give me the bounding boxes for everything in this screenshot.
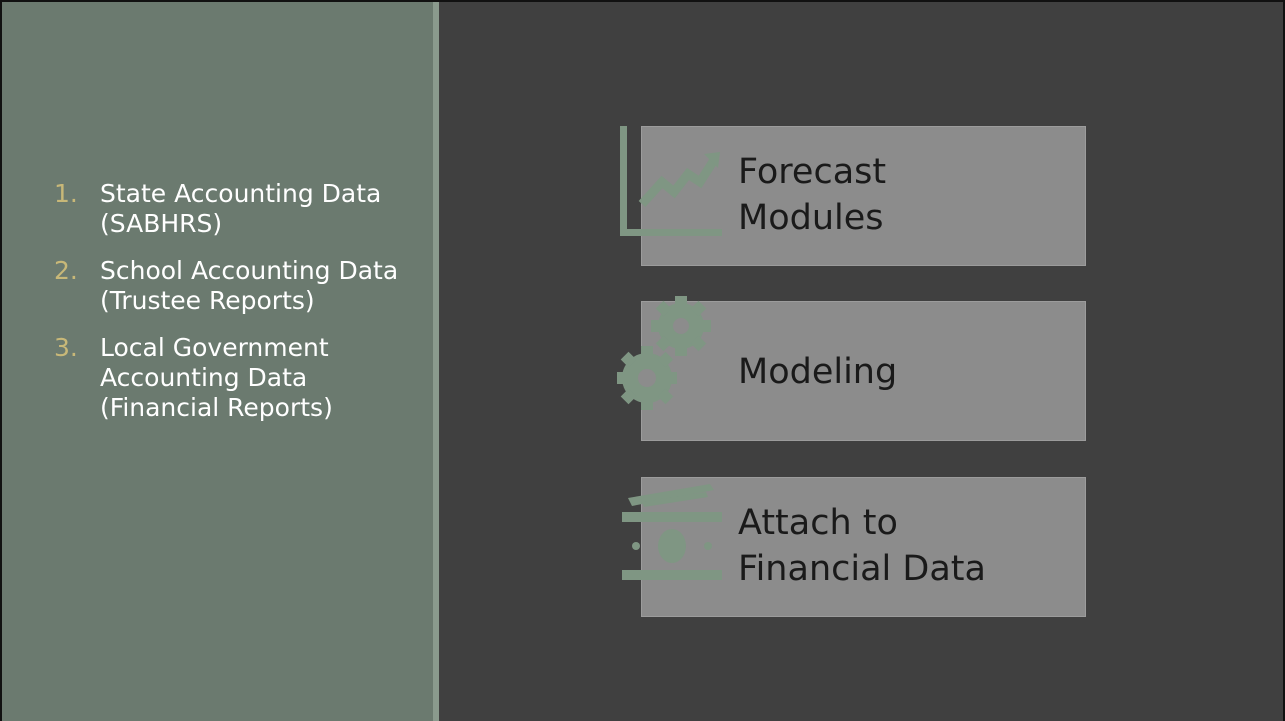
list-item-number: 2. (54, 256, 78, 285)
process-block-label: Forecast Modules (738, 152, 887, 238)
money-icon (622, 484, 722, 580)
numbered-list: 1. State Accounting Data (SABHRS) 2. Sch… (54, 179, 424, 440)
trend-chart-icon (620, 126, 722, 236)
list-item-text: Local Government Accounting Data (Financ… (100, 333, 333, 422)
list-item-number: 3. (54, 333, 78, 362)
left-panel: 1. State Accounting Data (SABHRS) 2. Sch… (2, 2, 433, 721)
process-block-attach: Attach to Financial Data (641, 477, 1086, 617)
process-block-forecast: Forecast Modules (641, 126, 1086, 266)
list-item-number: 1. (54, 179, 78, 208)
panel-divider (433, 2, 439, 721)
list-item: 2. School Accounting Data (Trustee Repor… (54, 256, 424, 316)
list-item: 1. State Accounting Data (SABHRS) (54, 179, 424, 239)
process-block-modeling: Modeling (641, 301, 1086, 441)
process-block-label: Attach to Financial Data (738, 503, 986, 589)
process-block-label: Modeling (738, 352, 898, 392)
gears-icon (617, 296, 711, 410)
list-item-text: State Accounting Data (SABHRS) (100, 179, 382, 238)
list-item-text: School Accounting Data (Trustee Reports) (100, 256, 399, 315)
list-item: 3. Local Government Accounting Data (Fin… (54, 333, 424, 423)
